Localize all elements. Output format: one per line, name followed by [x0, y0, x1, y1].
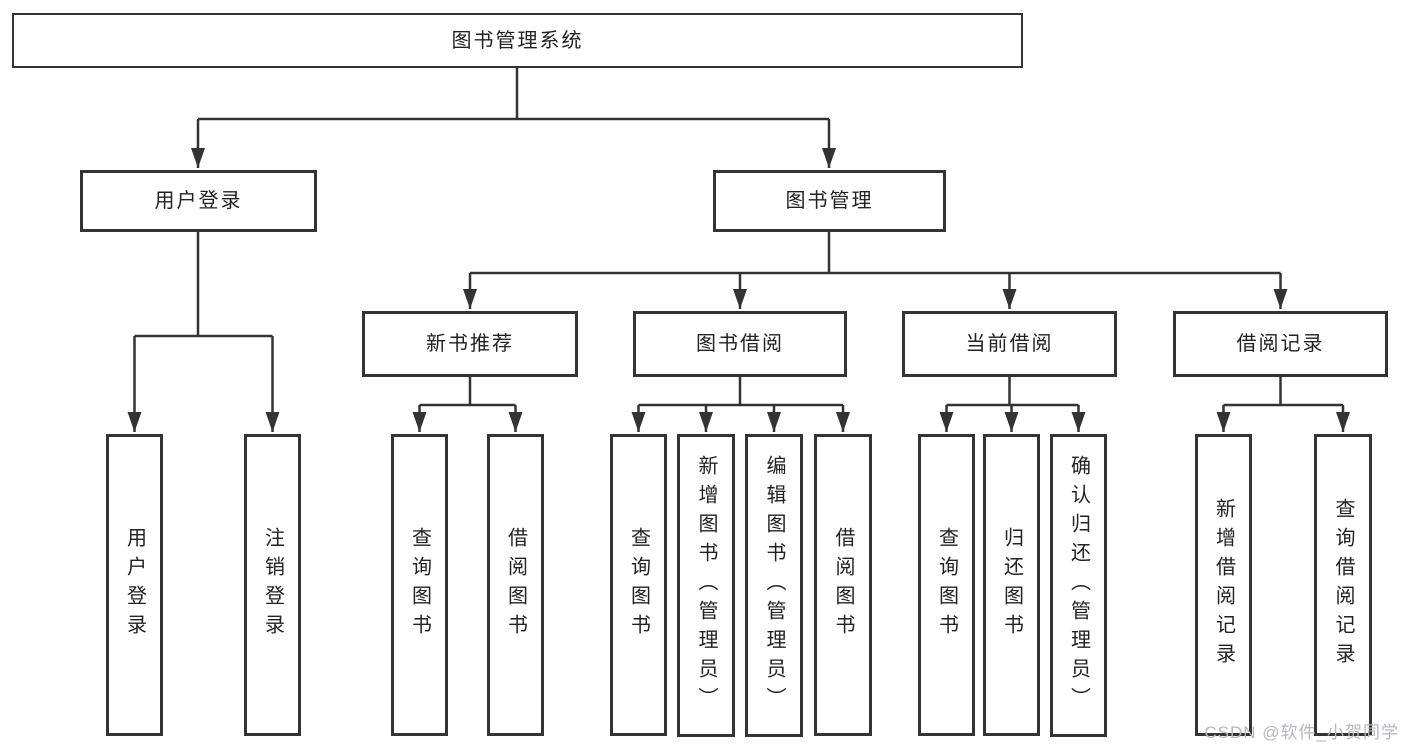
- leaf-add-borrow-record: 新增借阅记录: [1195, 434, 1252, 736]
- leaf-user-login: 用户登录: [106, 434, 163, 736]
- leaf-logout-login: 注销登录: [244, 434, 301, 736]
- watermark: CSDN @软件_小贺同学: [1204, 723, 1399, 742]
- leaf-borrow-books: 借阅图书: [487, 434, 544, 736]
- node-library-management-system: 图书管理系统: [12, 13, 1023, 68]
- leaf-edit-book-admin: 编辑图书（管理员）: [745, 434, 803, 737]
- leaf-return-books: 归还图书: [983, 434, 1040, 736]
- leaf-borrow-books: 借阅图书: [814, 434, 872, 736]
- node-current-borrowing: 当前借阅: [902, 311, 1117, 377]
- node-new-book-recommendation: 新书推荐: [362, 311, 578, 377]
- node-book-borrowing: 图书借阅: [633, 311, 847, 377]
- leaf-query-books: 查询图书: [391, 434, 448, 736]
- leaf-confirm-return-admin: 确认归还（管理员）: [1050, 434, 1107, 737]
- node-borrowing-records: 借阅记录: [1173, 311, 1388, 377]
- leaf-query-books: 查询图书: [610, 434, 667, 736]
- leaf-query-books: 查询图书: [918, 434, 975, 736]
- node-user-login: 用户登录: [80, 170, 317, 232]
- node-book-management: 图书管理: [713, 170, 946, 232]
- leaf-add-book-admin: 新增图书（管理员）: [677, 434, 735, 737]
- leaf-query-borrow-record: 查询借阅记录: [1314, 434, 1372, 736]
